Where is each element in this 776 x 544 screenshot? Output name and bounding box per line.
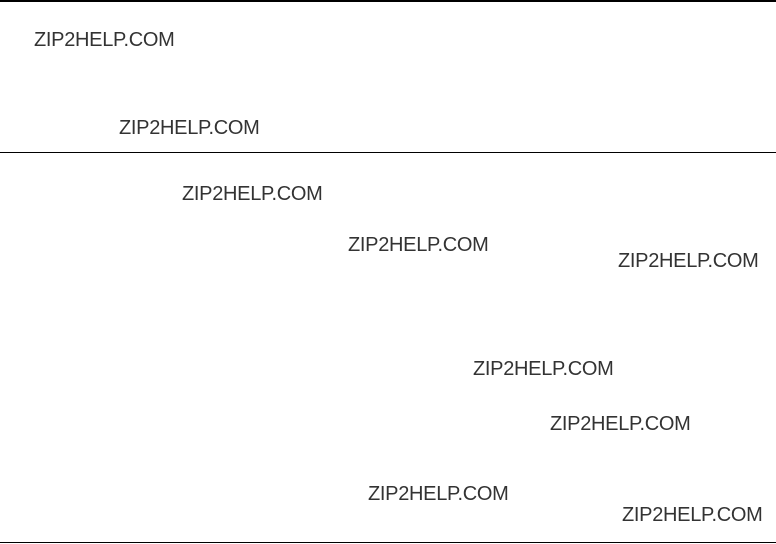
watermark-text: ZIP2HELP.COM [368, 483, 509, 505]
middle-divider [0, 152, 776, 153]
watermark-text: ZIP2HELP.COM [618, 250, 759, 272]
bottom-divider [0, 542, 776, 543]
watermark-text: ZIP2HELP.COM [119, 117, 260, 139]
watermark-text: ZIP2HELP.COM [622, 504, 763, 526]
top-divider [0, 0, 776, 2]
watermark-text: ZIP2HELP.COM [348, 234, 489, 256]
watermark-text: ZIP2HELP.COM [473, 358, 614, 380]
watermark-text: ZIP2HELP.COM [182, 183, 323, 205]
watermark-text: ZIP2HELP.COM [34, 29, 175, 51]
watermark-text: ZIP2HELP.COM [550, 413, 691, 435]
